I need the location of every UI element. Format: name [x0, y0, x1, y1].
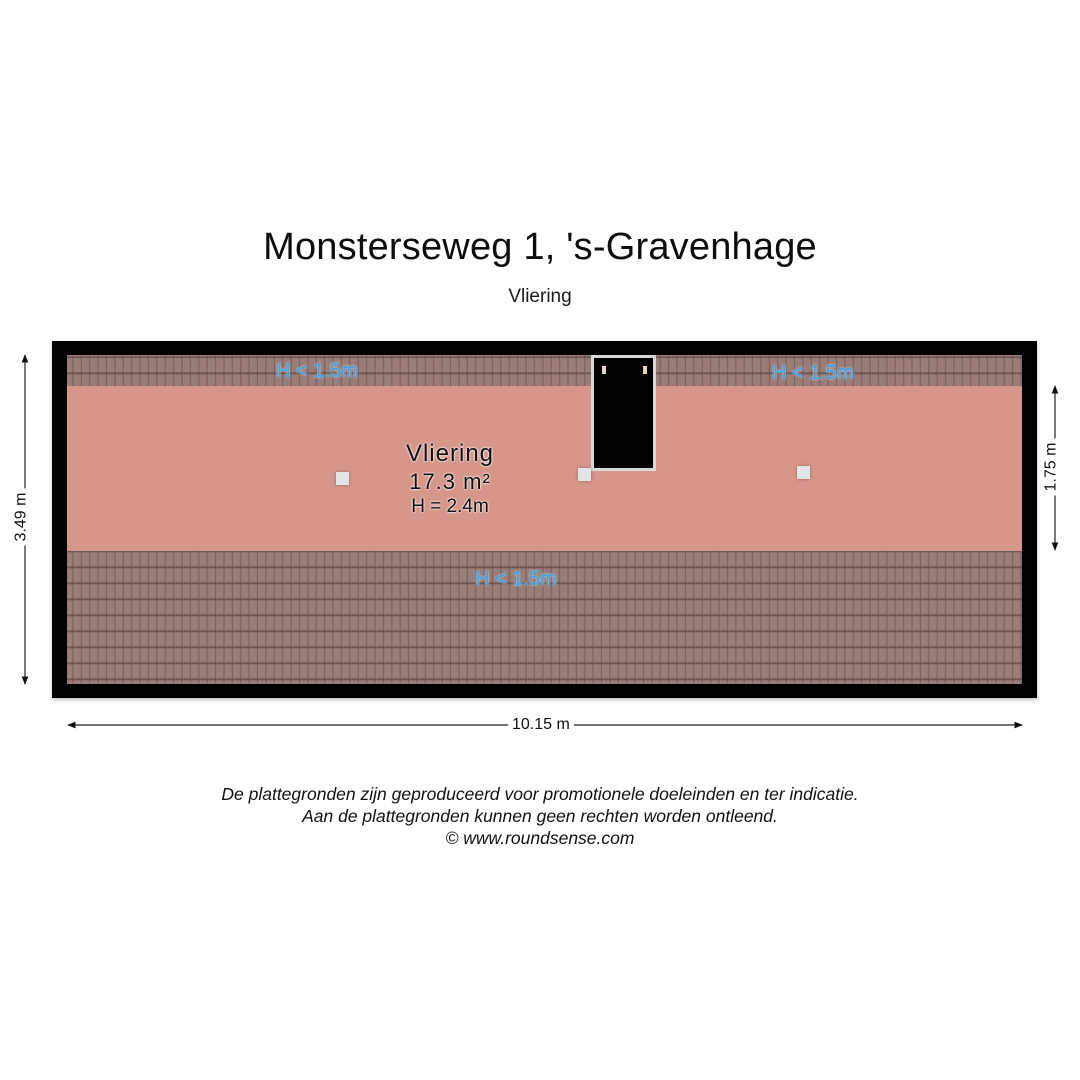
roof-hatch — [591, 355, 656, 471]
roof-slope-bottom — [67, 551, 1022, 684]
plan-title: Monsterseweg 1, 's-Gravenhage — [263, 226, 817, 268]
hatch-hinge-icon — [602, 366, 606, 374]
low-height-label-bottom: H < 1.5m — [475, 568, 557, 591]
disclaimer-line-2: Aan de plattegronden kunnen geen rechten… — [302, 806, 778, 826]
roof-slope-top — [67, 355, 1022, 386]
dimension-room-depth: 1.75 m — [1042, 438, 1061, 496]
post-icon — [797, 466, 810, 479]
post-icon — [578, 468, 591, 481]
low-height-label-top-right: H < 1.5m — [772, 362, 854, 385]
disclaimer: De plattegronden zijn geproduceerd voor … — [0, 783, 1080, 849]
copyright-link[interactable]: © www.roundsense.com — [445, 828, 635, 848]
room-area: 17.3 m² — [409, 469, 491, 494]
room-height: H = 2.4m — [411, 496, 489, 517]
room-vliering — [67, 386, 1022, 551]
floor-name: Vliering — [508, 286, 572, 307]
room-label: Vliering 17.3 m² H = 2.4m — [370, 440, 530, 518]
hatch-hinge-icon — [643, 366, 647, 374]
dimension-depth: 3.49 m — [12, 488, 31, 546]
dimension-width: 10.15 m — [508, 716, 574, 734]
low-height-label-top-left: H < 1.5m — [276, 360, 358, 383]
post-icon — [336, 472, 349, 485]
room-name: Vliering — [405, 440, 495, 467]
disclaimer-line-1: De plattegronden zijn geproduceerd voor … — [221, 784, 859, 804]
